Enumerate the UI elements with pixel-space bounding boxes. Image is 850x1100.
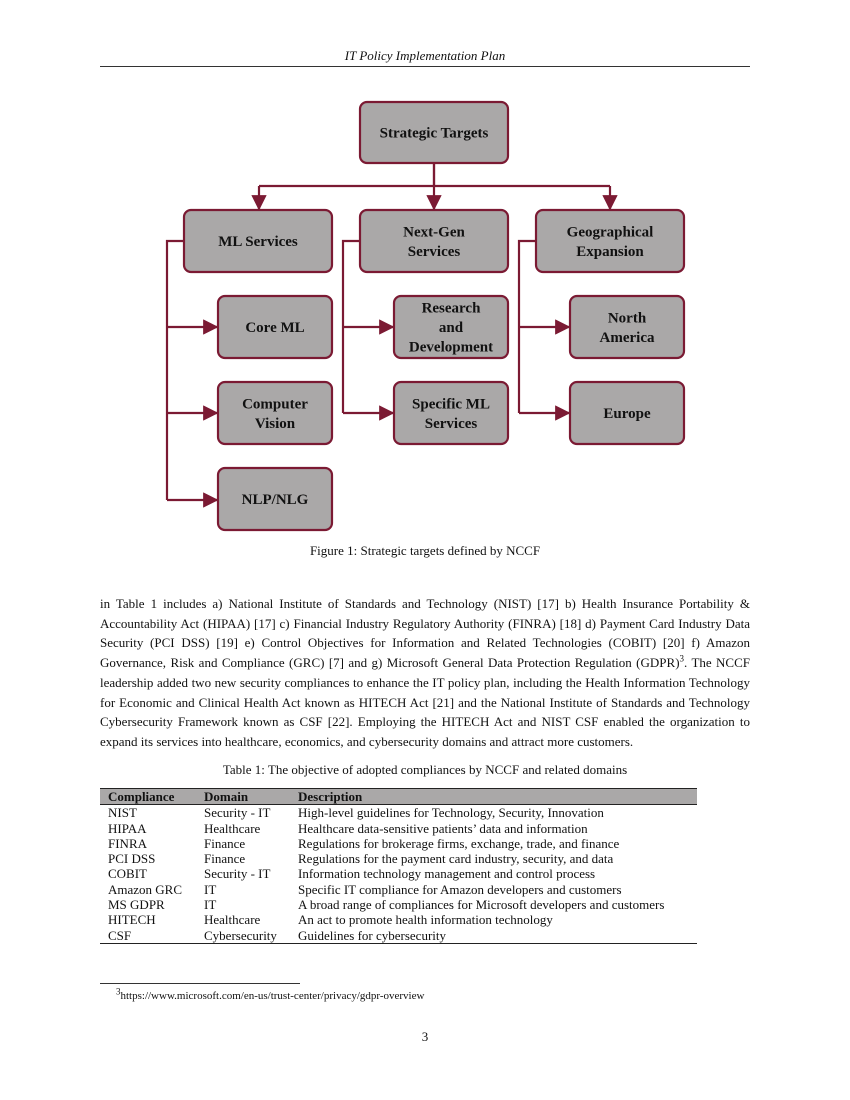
cell-compliance: HITECH xyxy=(108,912,156,928)
cell-description: An act to promote health information tec… xyxy=(298,912,553,928)
cell-compliance: NIST xyxy=(108,805,137,821)
table-row: HIPAA Healthcare Healthcare data-sensitive… xyxy=(100,821,697,836)
cell-domain: Healthcare xyxy=(204,912,261,928)
cell-compliance: FINRA xyxy=(108,835,148,851)
node-label-line: North xyxy=(608,310,647,326)
node-label: ML Services xyxy=(218,234,298,250)
node-label: Europe xyxy=(603,406,651,422)
body-paragraph: in Table 1 includes a) National Institut… xyxy=(100,594,750,752)
node-label: Core ML xyxy=(245,320,304,336)
footnote-reference[interactable]: 3 xyxy=(679,653,685,664)
node-label-line: Geographical xyxy=(567,224,654,240)
cell-description: A broad range of compliances for Microso… xyxy=(298,897,665,913)
table-header-row: Compliance Domain Description xyxy=(100,787,697,806)
table-caption: Table 1: The objective of adopted compli… xyxy=(222,762,628,777)
node-strategic-targets: Strategic Targets xyxy=(358,100,510,165)
node-europe: Europe xyxy=(568,380,686,446)
footnote-rule xyxy=(100,983,300,984)
node-label-line: Next-Gen xyxy=(403,224,465,240)
node-label-line: Development xyxy=(409,340,493,356)
node-label-line: Europe xyxy=(603,406,651,422)
footnote-url[interactable]: https://www.microsoft.com/en-us/trust-ce… xyxy=(120,990,425,1002)
cell-domain: IT xyxy=(204,897,217,913)
node-core-ml: Core ML xyxy=(216,294,334,360)
cell-domain: Security - IT xyxy=(204,866,271,882)
node-label-line: Vision xyxy=(255,416,296,432)
table-row: COBIT Security - IT Information technology… xyxy=(100,866,697,881)
cell-compliance: COBIT xyxy=(108,866,147,882)
column-header-domain: Domain xyxy=(196,787,290,806)
body-text-part-2: . The NCCF leadership added two new secu… xyxy=(100,655,751,749)
node-label-line: and xyxy=(439,320,464,336)
node-nlp-nlg: NLP/NLG xyxy=(216,466,334,532)
node-label-line: America xyxy=(600,330,655,346)
node-label-line: NLP/NLG xyxy=(242,492,309,508)
cell-description: Regulations for brokerage firms, exchang… xyxy=(298,835,620,851)
cell-compliance: PCI DSS xyxy=(108,851,156,867)
footnote: 3https://www.microsoft.com/en-us/trust-c… xyxy=(116,986,425,1003)
table-row: NIST Security - IT High-level guidelines f… xyxy=(100,805,697,821)
node-label-line: Expansion xyxy=(576,244,644,260)
running-header: IT Policy Implementation Plan xyxy=(344,48,506,63)
cell-domain: Finance xyxy=(204,851,246,867)
cell-domain: Cybersecurity xyxy=(196,927,290,944)
table-row: PCI DSS Finance Regulations for the paymen… xyxy=(100,851,697,866)
table-row: Amazon GRC IT Specific IT compliance for A… xyxy=(100,882,697,897)
header-rule xyxy=(100,66,750,67)
node-label: Strategic Targets xyxy=(380,126,489,142)
cell-description: Guidelines for cybersecurity xyxy=(290,927,697,944)
node-specific-ml-services: Specific ML Services xyxy=(392,380,510,446)
node-ml-services: ML Services xyxy=(182,208,334,274)
connector-ml-spine xyxy=(165,239,184,500)
compliance-table: Compliance Domain Description NIST Securi… xyxy=(100,787,697,944)
cell-domain: Healthcare xyxy=(204,820,261,836)
node-label-line: Strategic Targets xyxy=(380,126,489,142)
node-label-line: Services xyxy=(408,244,461,260)
connector-nextgen-spine xyxy=(341,239,360,413)
table-row: HITECH Healthcare An act to promote health… xyxy=(100,912,697,927)
figure-caption: Figure 1: Strategic targets defined by N… xyxy=(309,543,541,558)
node-label-line: Specific ML xyxy=(412,396,490,412)
node-label-line: ML Services xyxy=(218,234,298,250)
node-label-line: Research xyxy=(422,301,482,317)
cell-description: Information technology management and co… xyxy=(298,866,596,882)
node-label-line: Core ML xyxy=(245,320,304,336)
body-text-part-1: in Table 1 includes a) National Institut… xyxy=(100,596,750,671)
connector-geo-spine xyxy=(517,239,536,413)
column-header-compliance: Compliance xyxy=(100,787,196,806)
table-row: MS GDPR IT A broad range of compliances fo… xyxy=(100,897,697,912)
table-row: FINRA Finance Regulations for brokerage fi… xyxy=(100,836,697,851)
cell-compliance: CSF xyxy=(100,927,196,944)
cell-domain: Security - IT xyxy=(204,805,271,821)
cell-domain: IT xyxy=(204,881,217,897)
cell-description: High-level guidelines for Technology, Se… xyxy=(298,805,604,821)
cell-description: Specific IT compliance for Amazon develo… xyxy=(298,881,622,897)
node-label: NLP/NLG xyxy=(242,492,309,508)
cell-domain: Finance xyxy=(204,835,246,851)
node-label-line: Services xyxy=(425,416,478,432)
cell-compliance: Amazon GRC xyxy=(108,881,183,897)
cell-description: Healthcare data-sensitive patients’ data… xyxy=(298,820,588,836)
node-label-line: Computer xyxy=(242,396,308,412)
page-number: 3 xyxy=(421,1029,429,1044)
cell-description: Regulations for the payment card industr… xyxy=(298,851,614,867)
figure-connectors xyxy=(165,163,618,508)
footnote-mark: 3 xyxy=(116,986,121,997)
column-header-description: Description xyxy=(290,787,697,806)
node-label: Specific ML Services xyxy=(412,396,490,432)
cell-compliance: HIPAA xyxy=(108,820,147,836)
cell-compliance: MS GDPR xyxy=(108,897,165,913)
